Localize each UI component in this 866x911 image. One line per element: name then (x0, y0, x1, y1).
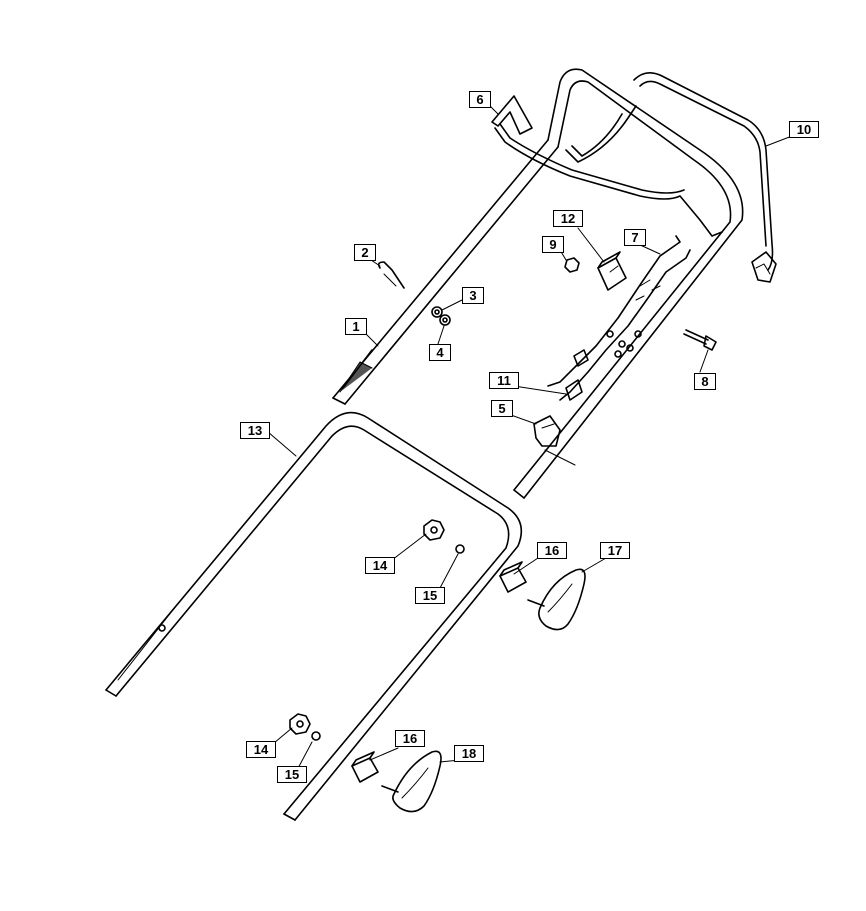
small-nut-part-9 (564, 257, 580, 273)
clamp-block-upper (499, 561, 527, 593)
spacer-ring (606, 330, 614, 338)
callout-12: 12 (553, 210, 583, 227)
washer-upper (455, 544, 465, 554)
drive-control-bar (633, 72, 777, 283)
washer-part-3 (431, 306, 443, 318)
upper-handle-bow (513, 68, 744, 499)
cable-guide-block (597, 251, 627, 291)
callout-1: 1 (345, 318, 367, 335)
nut-part-4 (439, 314, 451, 326)
callout-14-lower: 14 (246, 741, 276, 758)
callout-15-lower: 15 (277, 766, 307, 783)
cable-clamp-part-5 (533, 415, 561, 447)
callout-15-upper: 15 (415, 587, 445, 604)
callout-11: 11 (489, 372, 519, 389)
spacer-ring (634, 330, 642, 338)
leader-lines (267, 103, 793, 773)
quick-release-lever-lower (381, 750, 442, 813)
callout-16-lower: 16 (395, 730, 425, 747)
upper-handle-left-tube (332, 139, 559, 405)
callout-14-upper: 14 (365, 557, 395, 574)
callout-18: 18 (454, 745, 484, 762)
quick-release-lever-upper (527, 568, 586, 631)
star-nut-lower (289, 713, 311, 735)
callout-17: 17 (600, 542, 630, 559)
nut-part-4-hole (442, 317, 448, 323)
spacer-ring (626, 344, 634, 352)
callout-10: 10 (789, 121, 819, 138)
callout-9: 9 (542, 236, 564, 253)
washer-part-3-hole (434, 309, 440, 315)
callout-4: 4 (429, 344, 451, 361)
spacer-ring (614, 350, 622, 358)
spacer-ring (618, 340, 626, 348)
handle-bolt (683, 329, 717, 351)
cable-clip (377, 261, 405, 289)
control-cables (547, 235, 691, 401)
control-bail (491, 95, 723, 237)
star-nut-upper (423, 519, 445, 541)
callout-13: 13 (240, 422, 270, 439)
washer-lower (311, 731, 321, 741)
callout-8: 8 (694, 373, 716, 390)
clamp-block-lower (351, 751, 379, 783)
callout-6: 6 (469, 91, 491, 108)
callout-7: 7 (624, 229, 646, 246)
lower-handle (105, 411, 523, 821)
callout-3: 3 (462, 287, 484, 304)
callout-2: 2 (354, 244, 376, 261)
callout-5: 5 (491, 400, 513, 417)
callout-16-upper: 16 (537, 542, 567, 559)
